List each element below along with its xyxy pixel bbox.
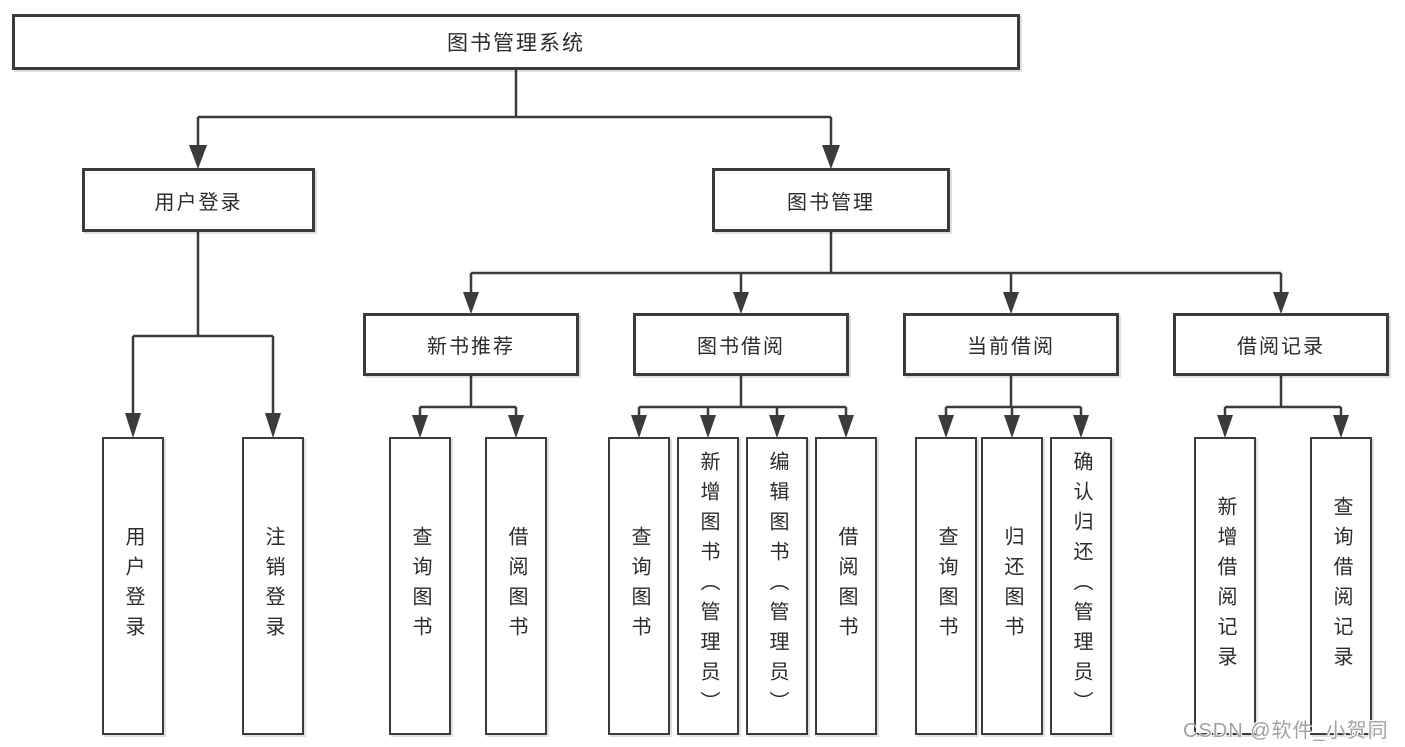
leaf-edit-books-admin: 编辑图书（管理员） (746, 437, 808, 735)
connector-user-login-to-leaves (125, 232, 281, 438)
arrowhead-icon (1217, 415, 1233, 438)
leaf-label: 查询图书 (409, 526, 431, 646)
connector-borrow-records-to-leaves (1217, 376, 1349, 438)
node-label: 图书管理系统 (447, 32, 585, 55)
leaf-label: 借阅图书 (835, 526, 857, 646)
arrowhead-icon (733, 292, 749, 314)
arrowhead-icon (508, 415, 524, 438)
leaf-label: 新增借阅记录 (1214, 496, 1236, 676)
connector-root-to-level2 (189, 70, 840, 169)
leaf-return-books: 归还图书 (981, 437, 1043, 735)
node-label: 当前借阅 (967, 336, 1055, 358)
leaf-borrow-books: 借阅图书 (815, 437, 877, 735)
node-book-borrow: 图书借阅 (633, 313, 849, 376)
leaf-label: 编辑图书（管理员） (766, 451, 788, 721)
node-book-management: 图书管理 (712, 168, 950, 232)
arrowhead-icon (822, 145, 840, 169)
leaf-label: 查询图书 (628, 526, 650, 646)
arrowhead-icon (1273, 292, 1289, 314)
arrowhead-icon (463, 292, 479, 314)
csdn-watermark: CSDN @软件_小贺同学 (1183, 720, 1389, 742)
arrowhead-icon (189, 145, 207, 169)
arrowhead-icon (838, 415, 854, 438)
connector-new-book-recommend-to-leaves (412, 376, 524, 438)
arrowhead-icon (125, 413, 141, 438)
leaf-label: 确认归还（管理员） (1070, 451, 1092, 721)
node-label: 图书借阅 (697, 336, 785, 358)
leaf-label: 注销登录 (262, 526, 284, 646)
leaf-query-books-recommend: 查询图书 (389, 437, 451, 735)
arrowhead-icon (1004, 415, 1020, 438)
leaf-confirm-return-admin: 确认归还（管理员） (1050, 437, 1112, 735)
node-user-login: 用户登录 (82, 168, 315, 232)
leaf-label: 借阅图书 (505, 526, 527, 646)
node-label: 图书管理 (787, 191, 875, 214)
connector-book-borrow-to-leaves (631, 376, 854, 438)
leaf-label: 查询图书 (935, 526, 957, 646)
arrowhead-icon (700, 415, 716, 438)
leaf-label: 新增图书（管理员） (697, 451, 719, 721)
connector-current-borrow-to-leaves (938, 376, 1089, 438)
arrowhead-icon (265, 413, 281, 438)
leaf-label: 用户登录 (122, 526, 144, 646)
node-library-management-system: 图书管理系统 (12, 14, 1020, 70)
arrowhead-icon (412, 415, 428, 438)
node-label: 新书推荐 (427, 336, 515, 358)
arrowhead-icon (938, 415, 954, 438)
node-new-book-recommend: 新书推荐 (363, 313, 579, 376)
leaf-logout: 注销登录 (242, 437, 304, 735)
arrowhead-icon (1003, 292, 1019, 314)
leaf-user-login: 用户登录 (102, 437, 164, 735)
node-current-borrow: 当前借阅 (903, 313, 1119, 376)
node-label: 借阅记录 (1237, 336, 1325, 358)
leaf-query-books-current: 查询图书 (915, 437, 977, 735)
leaf-query-borrow-record: 查询借阅记录 (1310, 437, 1372, 735)
node-borrow-records: 借阅记录 (1173, 313, 1389, 376)
arrowhead-icon (1333, 415, 1349, 438)
arrowhead-icon (769, 415, 785, 438)
arrowhead-icon (1073, 415, 1089, 438)
leaf-add-books-admin: 新增图书（管理员） (677, 437, 739, 735)
leaf-borrow-books-recommend: 借阅图书 (485, 437, 547, 735)
node-label: 用户登录 (154, 191, 243, 214)
arrowhead-icon (631, 415, 647, 438)
leaf-label: 查询借阅记录 (1330, 496, 1352, 676)
leaf-add-borrow-record: 新增借阅记录 (1194, 437, 1256, 735)
connector-book-management-to-level3 (463, 232, 1289, 314)
leaf-query-books-borrow: 查询图书 (608, 437, 670, 735)
leaf-label: 归还图书 (1001, 526, 1023, 646)
